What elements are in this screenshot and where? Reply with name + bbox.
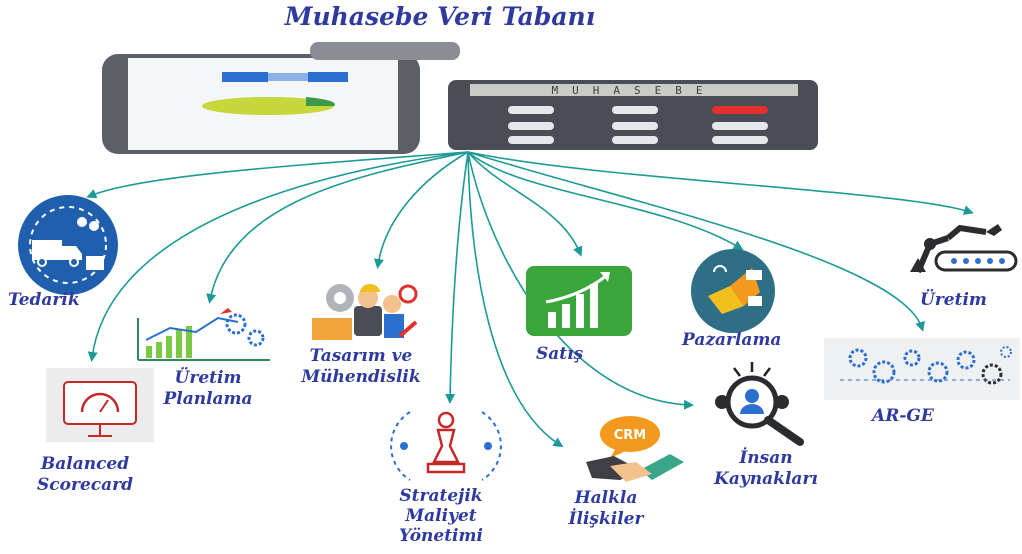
calculator-display: MUHASEBE [552, 84, 717, 97]
megaphone-icon [691, 249, 775, 333]
sales-growth-icon [526, 266, 632, 336]
connector-arrows [86, 151, 974, 448]
label-insan-kaynaklari: İnsan Kaynakları [696, 448, 836, 490]
label-tasarim-muhendislik: Tasarım ve Mühendislik [286, 346, 436, 388]
label-uretim-planlama-line2: Planlama [163, 389, 253, 409]
label-stratejik-line2: Maliyet [405, 506, 477, 526]
calculator-icon [448, 80, 818, 150]
rnd-gears-icon [824, 338, 1020, 400]
label-halkla-line1: Halkla [574, 488, 638, 508]
chess-pawn-icon [390, 411, 502, 481]
monitor-icon [102, 42, 460, 154]
label-uretim-planlama: Üretim Planlama [148, 368, 268, 410]
label-uretim-planlama-line1: Üretim [174, 368, 242, 388]
hr-search-icon [715, 362, 804, 446]
label-uretim: Üretim [920, 290, 987, 310]
label-halkla-iliskiler: Halkla İlişkiler [546, 488, 666, 530]
label-tasarim-line1: Tasarım ve [309, 346, 413, 366]
production-planning-icon [137, 308, 270, 361]
design-engineering-icon [312, 284, 418, 340]
robot-arm-icon [910, 224, 1018, 274]
label-stratejik-maliyet: Stratejik Maliyet Yönetimi [376, 486, 506, 546]
label-tasarim-line2: Mühendislik [301, 367, 421, 387]
label-pazarlama: Pazarlama [682, 330, 782, 350]
crm-handshake-icon [586, 416, 684, 482]
scorecard-gauge-icon [46, 368, 154, 442]
label-tedarik: Tedarik [8, 290, 80, 310]
label-balanced-scorecard: Balanced Scorecard [20, 454, 150, 496]
label-stratejik-line3: Yönetimi [399, 526, 483, 546]
label-stratejik-line1: Stratejik [399, 486, 483, 506]
label-insan-line1: İnsan [739, 448, 793, 468]
label-balanced-line1: Balanced [40, 454, 130, 474]
label-ar-ge: AR-GE [872, 406, 934, 426]
supply-truck-icon [18, 195, 118, 295]
crm-badge-text: CRM [614, 428, 647, 443]
label-satis: Satış [536, 344, 584, 364]
label-balanced-line2: Scorecard [37, 475, 133, 495]
label-insan-line2: Kaynakları [714, 469, 818, 489]
page-title: Muhasebe Veri Tabanı [284, 2, 596, 31]
label-halkla-line2: İlişkiler [568, 509, 644, 529]
